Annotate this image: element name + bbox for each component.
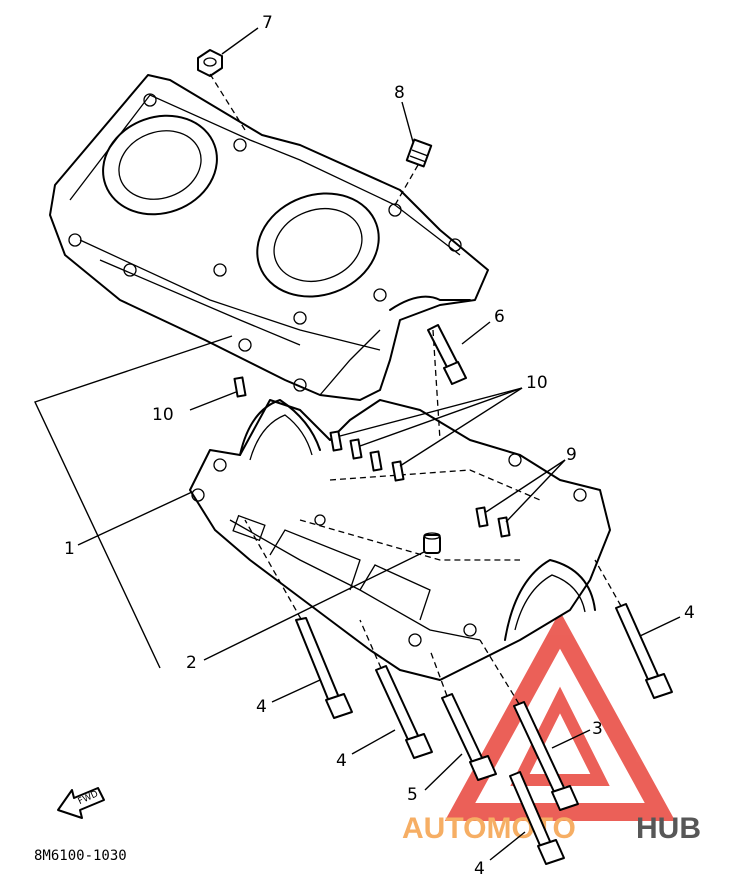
upper-crankcase (49, 74, 489, 401)
part-4-bolt-b (375, 665, 433, 759)
part-5-bolt (441, 693, 497, 781)
part-4-bolt-c (509, 771, 565, 865)
part-4-bolt-a (295, 617, 353, 719)
part-8-plug (405, 138, 433, 168)
bolt-center-lines (209, 73, 622, 705)
callout-9: 9 (566, 445, 577, 465)
callout-4-c: 4 (474, 859, 485, 879)
crankcase-bolts (295, 603, 673, 865)
callout-2: 2 (186, 653, 197, 673)
callout-6: 6 (494, 307, 505, 327)
callout-4-d: 4 (684, 603, 695, 623)
callout-5: 5 (407, 785, 418, 805)
callout-1: 1 (64, 539, 75, 559)
part-7-nut (197, 49, 223, 77)
watermark-word-right: HUB (636, 812, 701, 845)
callout-10-left: 10 (152, 405, 174, 425)
part-6-bolt (427, 324, 467, 385)
callout-3: 3 (592, 719, 603, 739)
part-2-plug (423, 532, 441, 554)
callout-7: 7 (262, 13, 273, 33)
callouts: 7 8 6 10 10 1 9 2 4 4 5 3 4 4 (64, 13, 695, 879)
part-10-dowels (233, 376, 405, 482)
callout-10-right: 10 (526, 373, 548, 393)
part-4-bolt-d (615, 603, 673, 699)
fwd-arrow: FWD (57, 787, 105, 819)
callout-8: 8 (394, 83, 405, 103)
part-3-bolt (513, 701, 579, 811)
stud-holes-upper (68, 93, 462, 392)
callout-4-a: 4 (256, 697, 267, 717)
diagram-code: 8M6100-1030 (34, 848, 127, 864)
stud-holes-lower (191, 453, 587, 647)
leader-lines (34, 27, 681, 861)
lower-crankcase (189, 399, 611, 681)
callout-4-b: 4 (336, 751, 347, 771)
